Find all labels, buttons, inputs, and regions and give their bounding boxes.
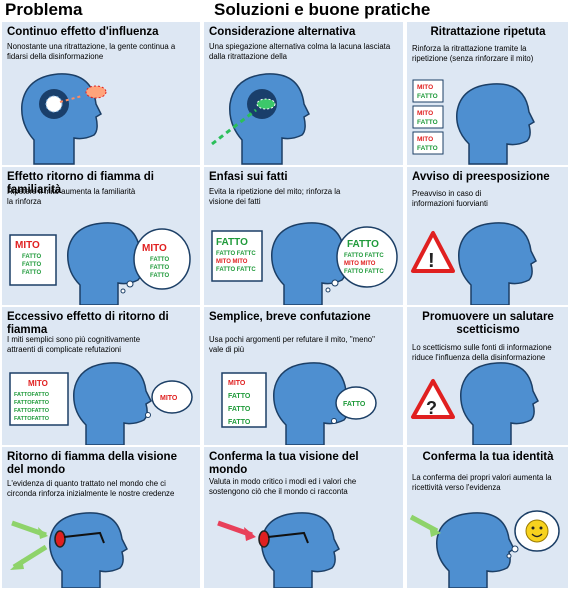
bubble-fact: FATTO: [150, 273, 169, 279]
cell-desc: Evita la ripetizione del mito; rinforza …: [209, 187, 341, 206]
fact-bubble-illustration: FATTO FATTO FATTC MITO MITO FATTO FATTC …: [211, 222, 398, 305]
myth-bubble-illustration: MITO FATTO FATTO FATTO MITO FATTO FATTO …: [9, 222, 191, 305]
warning-head-illustration: !: [411, 222, 537, 305]
head-gap-illustration: [21, 73, 107, 165]
cell-desc: Rinforza la ritrattazione tramite la rip…: [412, 44, 534, 63]
cell-affirm-identity: Conferma la tua identità La conferma dei…: [407, 447, 568, 588]
cell-title: Enfasi sui fatti: [209, 171, 288, 183]
simple-myth-illustration: MITO FATTOFATTO FATTOFATTO FATTOFATTO FA…: [9, 362, 193, 445]
cell-title: Considerazione alternativa: [209, 26, 356, 38]
cell-title: Eccessivo effetto di ritorno di fiamma: [7, 311, 169, 336]
cell-familiarity-backfire: Effetto ritorno di fiamma di familiarità…: [2, 167, 200, 305]
bubble-myth-pair: MITO MITO: [344, 261, 376, 267]
card-fact-small: FATTO FATTC: [216, 251, 256, 257]
card-factfact: FATTOFATTO: [14, 392, 50, 398]
card-fact: FATTO: [228, 406, 251, 413]
bubble-fact: FATTO: [347, 239, 379, 250]
bubble-fact: FATTO: [343, 401, 366, 408]
header-solutions: Soluzioni e buone pratiche: [214, 0, 431, 19]
card-factfact: FATTOFATTO: [14, 408, 50, 414]
smiley-icon: [525, 519, 549, 543]
simple-fact-illustration: MITO FATTO FATTO FATTO FATTO: [221, 362, 377, 445]
card-myth: MITO: [417, 110, 433, 117]
card-fact: FATTO: [228, 393, 251, 400]
cell-title: Promuovere un salutare scetticismo: [422, 311, 554, 336]
cell-desc: Preavviso in caso di informazioni fuorvi…: [412, 189, 488, 208]
cell-title: Conferma la tua identità: [422, 451, 554, 463]
cell-continued-influence: Continuo effetto d'influenza Nonostante …: [2, 22, 200, 165]
card-myth: MITO: [28, 379, 48, 388]
glasses-head-illustration: [10, 512, 128, 588]
cell-desc: La conferma dei propri valori aumenta la…: [412, 473, 552, 492]
cell-affirm-worldview: Conferma la tua visione del mondo Valuta…: [204, 447, 403, 588]
bubble-fact: FATTO: [150, 265, 169, 271]
cell-title: Semplice, breve confutazione: [209, 311, 371, 323]
card-fact: FATTO: [228, 419, 251, 426]
bubble-myth: MITO: [142, 243, 167, 254]
svg-text:?: ?: [426, 398, 437, 418]
cell-desc: L'evidenza di quanto trattato nel mondo …: [7, 479, 175, 498]
cell-desc: Lo scetticismo sulle fonti di informazio…: [412, 343, 552, 362]
cell-desc: I miti semplici sono più cognitivamente …: [7, 335, 141, 354]
cell-alternative-explanation: Considerazione alternativa Una spiegazio…: [204, 22, 403, 165]
red-arrow-head-illustration: [217, 512, 340, 588]
cell-title: Effetto ritorno di fiamma di familiarità: [7, 171, 154, 196]
cell-simple-rebuttal: Semplice, breve confutazione Usa pochi a…: [204, 307, 403, 445]
card-fact: FATTO: [216, 237, 248, 248]
repeated-cards-illustration: MITO FATTO MITO FATTO MITO FATTO: [412, 79, 535, 165]
bubble-myth: MITO: [160, 395, 178, 402]
card-myth-pair: MITO MITO: [216, 259, 248, 265]
bubble-fact-small: FATTO FATTC: [344, 269, 384, 275]
card-fact: FATTO: [22, 262, 41, 268]
card-fact: FATTO: [417, 93, 438, 100]
head-filled-gap-illustration: [211, 73, 310, 165]
cell-desc: Una spiegazione alternativa colma la lac…: [209, 42, 391, 61]
card-myth: MITO: [417, 136, 433, 143]
cell-title: Ritorno di fiamma della visione del mond…: [7, 451, 177, 476]
bubble-fact: FATTO: [150, 257, 169, 263]
card-factfact: FATTOFATTO: [14, 416, 50, 422]
cell-healthy-skepticism: Promuovere un salutare scetticismo Lo sc…: [407, 307, 568, 445]
cell-desc: Nonostante una ritrattazione, la gente c…: [7, 42, 176, 61]
cell-desc: Valuta in modo critico i modi ed i valor…: [209, 477, 357, 496]
cell-worldview-backfire: Ritorno di fiamma della visione del mond…: [2, 447, 200, 588]
card-myth: MITO: [228, 380, 246, 387]
card-fact: FATTO: [22, 254, 41, 260]
cell-repeated-retraction: Ritrattazione ripetuta Rinforza la ritra…: [407, 22, 568, 165]
cell-emphasis-facts: Enfasi sui fatti Evita la ripetizione de…: [204, 167, 403, 305]
cell-title: Avviso di preesposizione: [412, 171, 550, 183]
card-fact: FATTO: [417, 119, 438, 126]
svg-text:!: !: [428, 250, 435, 272]
header-problem: Problema: [5, 0, 83, 19]
cell-title: Ritrattazione ripetuta: [430, 26, 546, 38]
skepticism-head-illustration: ?: [411, 362, 539, 445]
cell-desc: Ripetere il mito aumenta la familiarità …: [7, 187, 136, 206]
question-warning-icon: [411, 379, 455, 419]
smiley-head-illustration: [409, 510, 560, 588]
warning-icon: [411, 231, 455, 273]
cell-desc: Usa pochi argomenti per refutare il mito…: [209, 335, 375, 354]
bubble-fact-small: FATTO FATTC: [344, 253, 384, 259]
card-fact: FATTO: [417, 145, 438, 152]
cell-title: Continuo effetto d'influenza: [7, 26, 159, 38]
card-fact: FATTO: [22, 270, 41, 276]
card-fact-small: FATTO FATTC: [216, 267, 256, 273]
cell-pre-exposure-warning: Avviso di preesposizione Preavviso in ca…: [407, 167, 568, 305]
cell-overkill-backfire: Eccessivo effetto di ritorno di fiamma I…: [2, 307, 200, 445]
cell-title: Conferma la tua visione del mondo: [209, 451, 359, 476]
card-factfact: FATTOFATTO: [14, 400, 50, 406]
card-myth: MITO: [417, 84, 433, 91]
card-myth: MITO: [15, 240, 40, 251]
